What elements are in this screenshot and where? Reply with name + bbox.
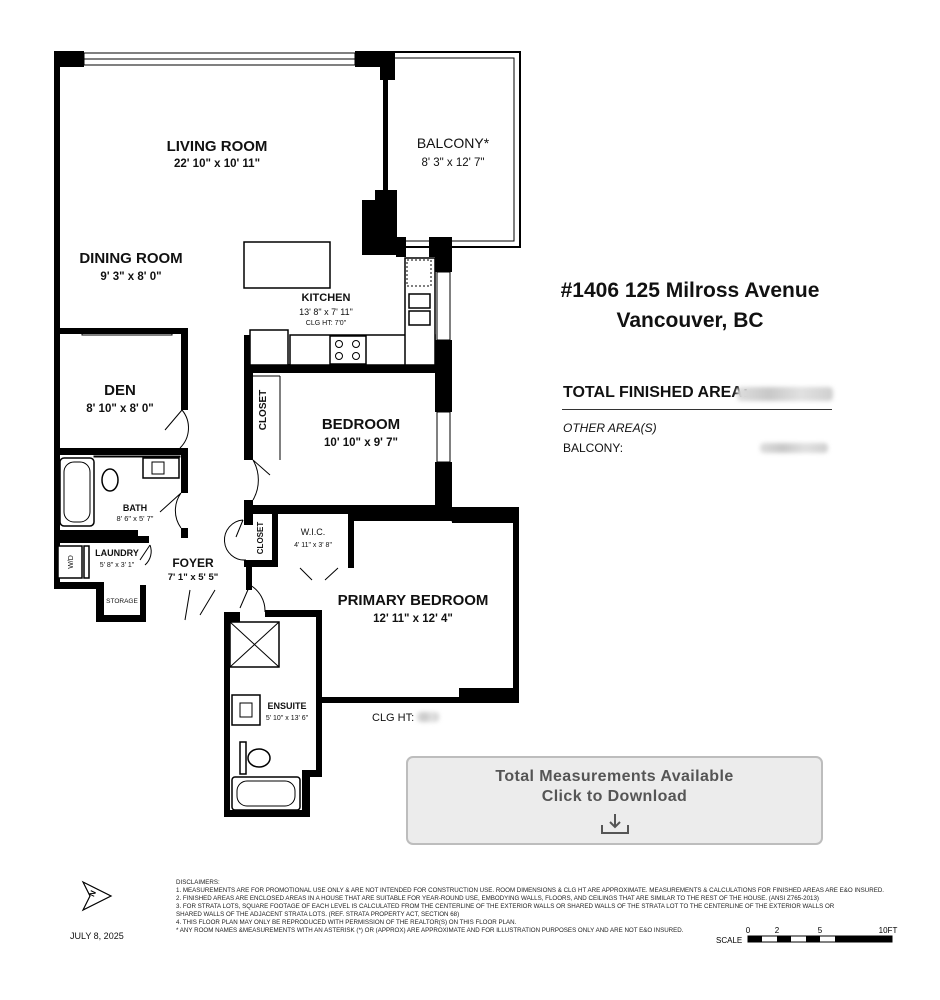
dining-room-dims: 9' 3" x 8' 0" — [100, 271, 161, 283]
den-label: DEN — [104, 382, 136, 399]
download-measurements-button[interactable]: Total Measurements Available Click to Do… — [406, 756, 823, 845]
plan-date: JULY 8, 2025 — [70, 931, 124, 941]
scale-tick-10: 10FT — [879, 926, 898, 935]
kitchen-label: KITCHEN — [302, 292, 351, 304]
scale-label: SCALE — [716, 936, 742, 945]
address-line-1: #1406 125 Milross Avenue — [560, 279, 820, 302]
scale-bar-graphic: 0 2 5 10FT SCALE — [716, 926, 898, 945]
total-area-redacted — [737, 387, 833, 401]
bedroom-label: BEDROOM — [322, 416, 400, 433]
interior-walls — [54, 328, 452, 590]
disclaimer-line: 1. MEASUREMENTS ARE FOR PROMOTIONAL USE … — [176, 887, 885, 894]
north-arrow-icon: N — [81, 880, 113, 912]
den-dims: 8' 10" x 8' 0" — [86, 403, 154, 415]
living-room-dims: 22' 10" x 10' 11" — [174, 158, 260, 170]
balcony-area-label: BALCONY: — [563, 441, 624, 455]
laundry-dims: 5' 8" x 3' 1" — [100, 562, 135, 569]
kitchen-dims: 13' 8" x 7' 11" — [299, 307, 353, 317]
kitchen-clg-ht: CLG HT: 7'0" — [306, 320, 347, 327]
scale-tick-5: 5 — [818, 926, 823, 935]
balcony-area-redacted — [760, 443, 828, 453]
living-room-label: LIVING ROOM — [167, 138, 268, 155]
bath-label: BATH — [123, 503, 147, 513]
download-icon — [600, 814, 629, 834]
wic-dims: 4' 11" x 3' 8" — [294, 542, 332, 549]
dining-room-label: DINING ROOM — [79, 250, 182, 267]
other-areas-label: OTHER AREA(S) — [563, 421, 657, 435]
property-address: #1406 125 Milross Avenue Vancouver, BC — [540, 276, 840, 336]
disclaimer-line: * ANY ROOM NAMES &MEASUREMENTS WITH AN A… — [176, 927, 684, 934]
wd-label: W/D — [68, 555, 75, 569]
primary-bedroom-dims: 12' 11" x 12' 4" — [373, 613, 453, 625]
ensuite-label: ENSUITE — [267, 701, 306, 711]
ceiling-height-label: CLG HT: — [372, 711, 440, 724]
balcony-dims: 8' 3" x 12' 7" — [421, 157, 484, 169]
disclaimer-line: SHARED WALLS OF THE ADJACENT STRATA LOTS… — [176, 911, 460, 918]
foyer-label: FOYER — [172, 556, 214, 570]
foyer-dims: 7' 1" x 5' 5" — [168, 572, 219, 583]
total-finished-area-label: TOTAL FINISHED AREA: — [563, 384, 749, 401]
address-line-2: Vancouver, BC — [616, 309, 764, 332]
exterior-walls — [54, 51, 519, 817]
north-label: N — [87, 889, 98, 898]
closet-label-1: CLOSET — [258, 390, 269, 431]
bedroom-dims: 10' 10" x 9' 7" — [324, 437, 398, 449]
download-line-2: Click to Download — [541, 788, 688, 805]
disclaimer-title: DISCLAIMERS: — [176, 879, 220, 886]
laundry-label: LAUNDRY — [95, 548, 139, 558]
kitchen-fixtures — [243, 241, 436, 366]
storage-label: STORAGE — [106, 598, 138, 605]
area-divider — [562, 409, 832, 410]
balcony-outline — [388, 51, 521, 248]
primary-bedroom-label: PRIMARY BEDROOM — [338, 592, 489, 609]
wic-label: W.I.C. — [301, 527, 326, 537]
closet-label-2: CLOSET — [256, 522, 265, 555]
bath-dims: 8' 6" x 5' 7" — [117, 514, 154, 523]
ceiling-height-text: CLG HT: — [372, 712, 415, 724]
disclaimer-line: 3. FOR STRATA LOTS, SQUARE FOOTAGE OF EA… — [176, 903, 835, 910]
disclaimers: DISCLAIMERS: 1. MEASUREMENTS ARE FOR PRO… — [176, 879, 916, 935]
ceiling-height-redacted — [417, 712, 440, 722]
doors — [139, 376, 339, 621]
disclaimer-line: 2. FINISHED AREAS ARE ENCLOSED AREAS IN … — [176, 895, 819, 902]
bath-fixtures — [57, 375, 301, 811]
download-line-1: Total Measurements Available — [495, 768, 734, 785]
balcony-label: BALCONY* — [417, 135, 490, 151]
scale-tick-0: 0 — [746, 926, 751, 935]
scale-tick-2: 2 — [775, 926, 780, 935]
disclaimer-line: 4. THIS FLOOR PLAN MAY ONLY BE REPRODUCE… — [176, 919, 517, 926]
scale-bar: 0 2 5 10FT SCALE — [716, 925, 906, 949]
ensuite-dims: 5' 10" x 13' 6" — [266, 715, 309, 722]
